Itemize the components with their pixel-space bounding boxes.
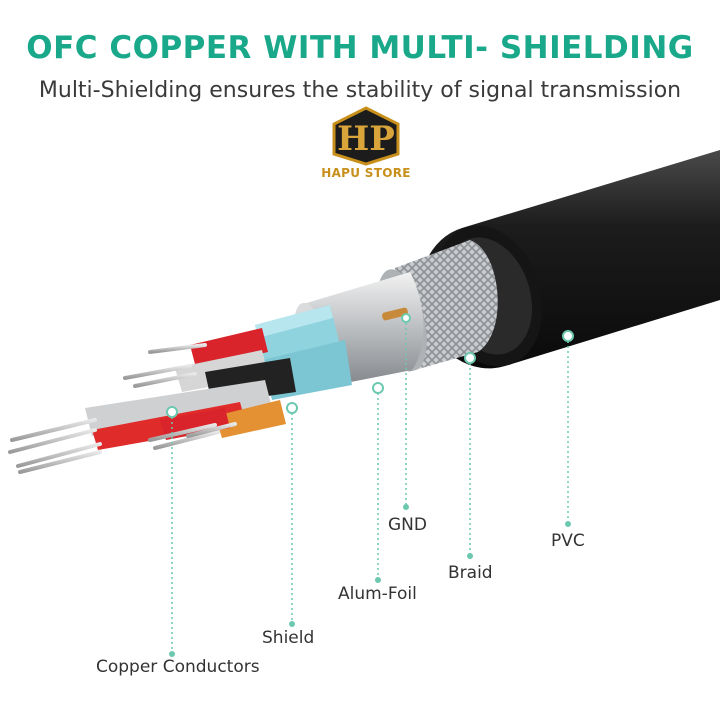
shield-label: Shield [262, 628, 315, 648]
copper-wire-ends [8, 343, 237, 474]
gnd-dot [401, 313, 411, 323]
page-subtitle: Multi-Shielding ensures the stability of… [38, 78, 682, 103]
callout-pointers [171, 318, 569, 652]
page-title: OFC COPPER WITH MULTI- SHIELDING [26, 30, 694, 66]
gnd-label: GND [388, 515, 427, 535]
pvc-label: PVC [551, 531, 585, 551]
logo-initials: HP [337, 119, 395, 159]
alum-foil-label: Alum-Foil [338, 584, 417, 604]
braid-dot [464, 352, 476, 364]
braid-label: Braid [448, 563, 493, 583]
alum-foil-dot [372, 382, 384, 394]
callout-end-dots [169, 504, 571, 657]
callout-dots [166, 313, 574, 418]
pvc-dot [562, 330, 574, 342]
hp-logo-icon: HP [332, 106, 400, 166]
copper-conductors-dot [166, 406, 178, 418]
inner-conductors [85, 328, 296, 450]
store-logo: HP HAPU STORE [316, 106, 416, 182]
copper-conductors-label: Copper Conductors [96, 657, 260, 677]
logo-text: HAPU STORE [321, 166, 411, 180]
shield-dot [286, 402, 298, 414]
